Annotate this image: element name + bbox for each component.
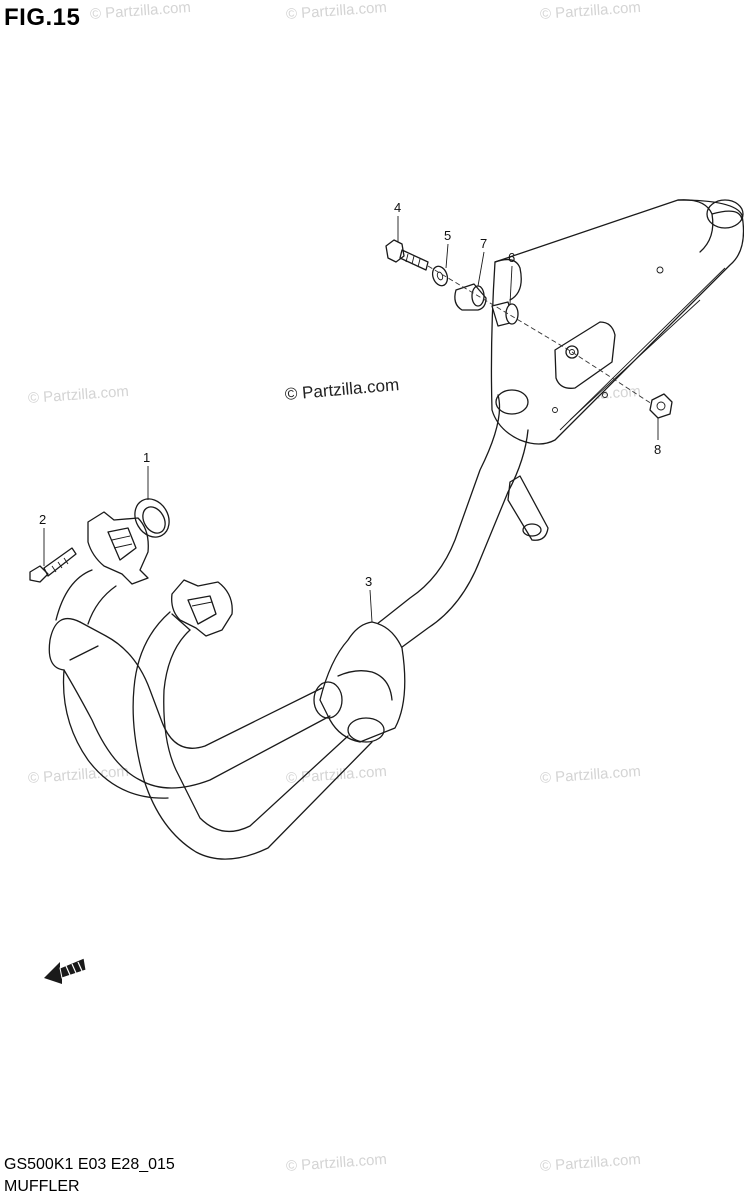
callout-number: 3 <box>365 574 373 589</box>
callout-number: 5 <box>444 228 452 243</box>
callout-number: 1 <box>143 450 151 465</box>
stud-bolt <box>29 547 77 583</box>
header-pipe-right <box>132 611 373 860</box>
nut <box>649 393 673 419</box>
callout-number: 2 <box>39 512 47 527</box>
diagram-name: MUFFLER <box>4 1178 80 1195</box>
lower-stay <box>507 475 549 541</box>
callout-number: 7 <box>480 236 488 251</box>
exhaust-flange-right <box>171 579 233 637</box>
callout-leaders <box>43 216 659 623</box>
link-pipe <box>371 389 529 651</box>
gasket <box>134 498 170 538</box>
callout-number: 6 <box>508 250 516 265</box>
mounting-bolt <box>385 239 429 271</box>
muffler-canister <box>490 199 744 445</box>
exhaust-flange-left <box>87 511 149 585</box>
muffler-bracket <box>554 321 616 389</box>
washer <box>431 265 449 287</box>
front-direction-arrow-icon <box>44 957 87 984</box>
header-pipe-left <box>48 569 331 799</box>
cushion <box>454 283 487 311</box>
diagram-code: GS500K1 E03 E28_015 <box>4 1156 175 1173</box>
collector-box <box>313 621 406 743</box>
callout-number: 8 <box>654 442 662 457</box>
callout-number: 4 <box>394 200 402 215</box>
figure-title: FIG.15 <box>4 4 81 31</box>
